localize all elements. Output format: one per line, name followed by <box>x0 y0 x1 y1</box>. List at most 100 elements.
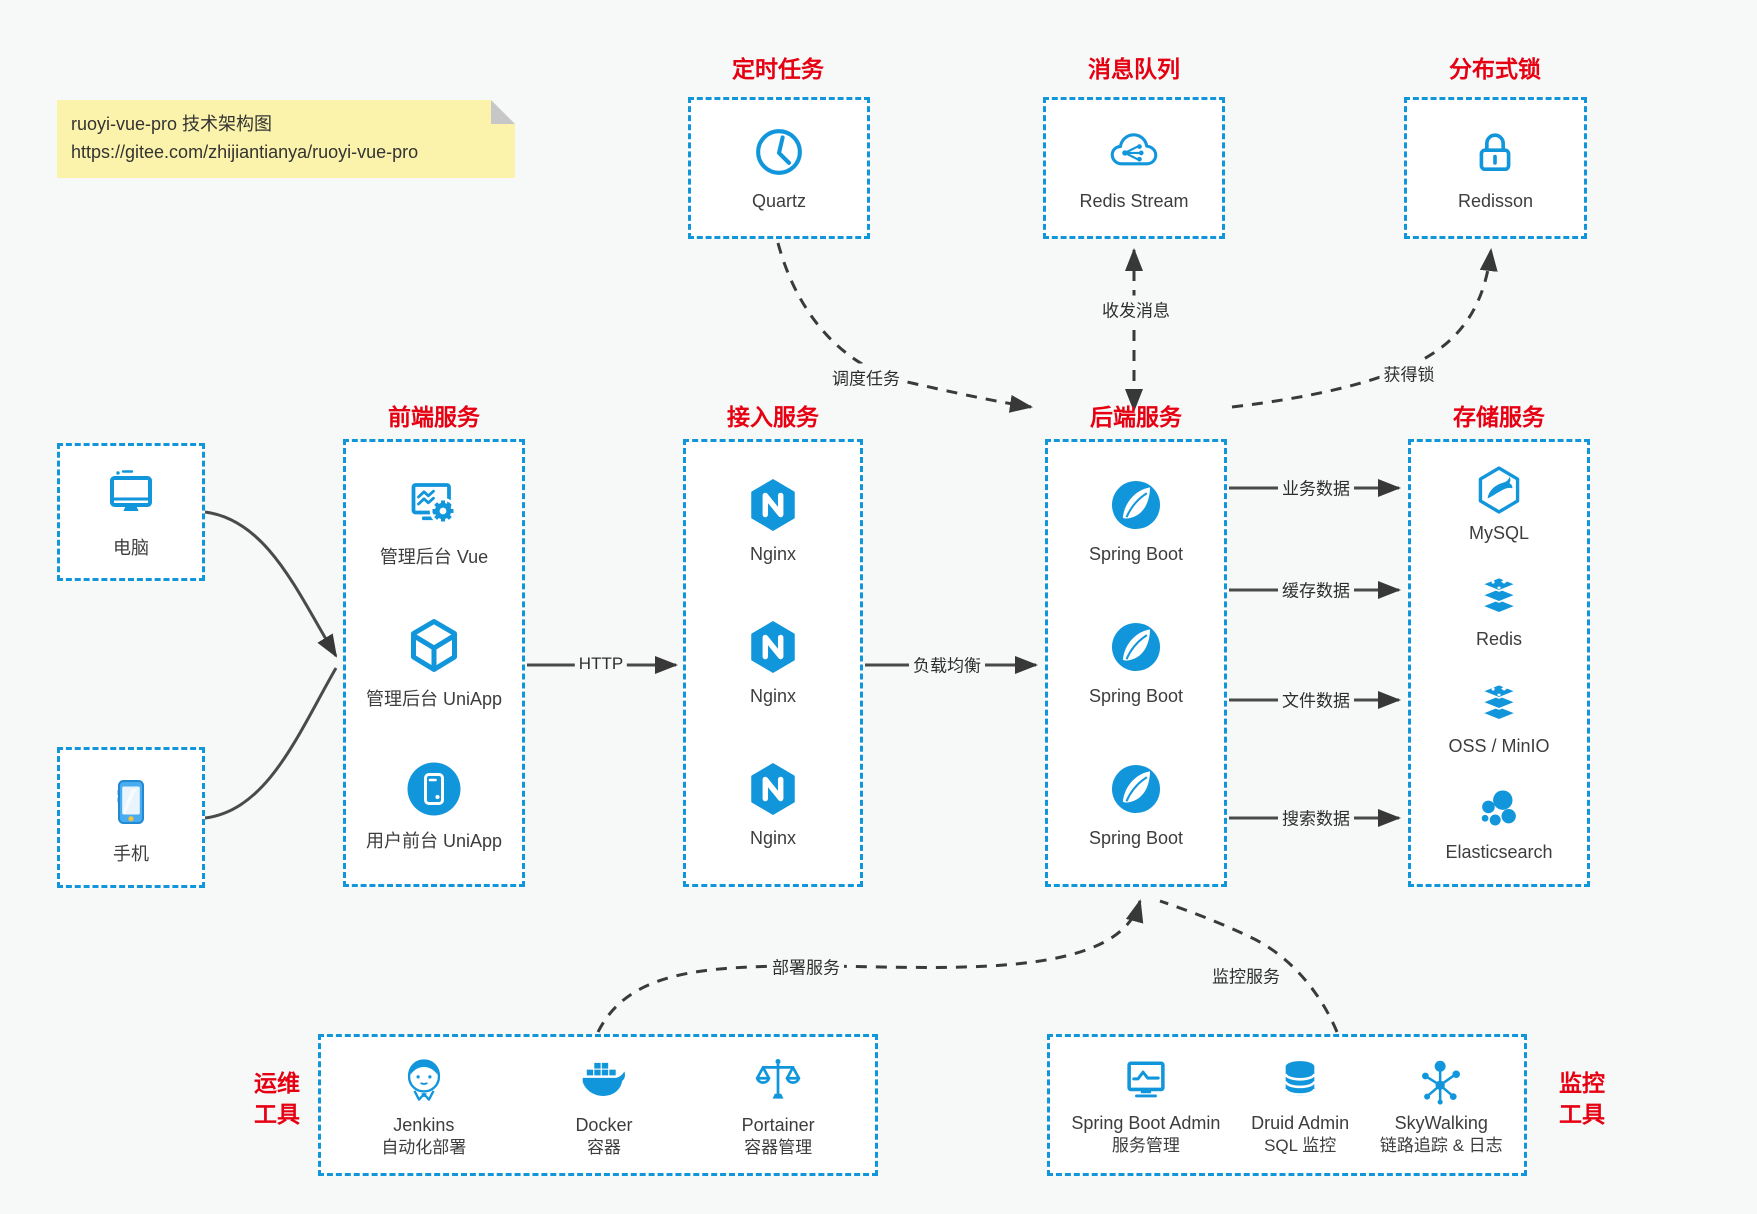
app-circle-icon <box>402 757 466 821</box>
item-docker: Docker 容器 <box>575 1052 633 1159</box>
item-portainer: Portainer 容器管理 <box>742 1052 815 1159</box>
lock-icon <box>1466 123 1524 181</box>
note-title: ruoyi-vue-pro 技术架构图 <box>71 114 273 134</box>
item-label: Redisson <box>1457 191 1534 212</box>
sticky-note: ruoyi-vue-pro 技术架构图 https://gitee.com/zh… <box>57 100 515 178</box>
edge-label-schedule-task: 调度任务 <box>828 363 904 391</box>
docker-icon <box>575 1052 633 1110</box>
item-elasticsearch: Elasticsearch <box>1445 782 1553 864</box>
phone-client-box: 手机 <box>57 747 205 888</box>
item-jenkins: Jenkins 自动化部署 <box>381 1052 466 1159</box>
item-skywalking: SkyWalking 链路追踪 & 日志 <box>1380 1054 1503 1157</box>
item-mysql: MySQL <box>1469 463 1529 545</box>
ops-title-line1: 运维 <box>254 1070 300 1096</box>
edge-label-send-receive-msg: 收发消息 <box>1098 295 1174 323</box>
portainer-icon <box>749 1052 807 1110</box>
nginx-icon <box>744 618 802 676</box>
item-label: MySQL <box>1468 522 1529 543</box>
item-label: Quartz <box>751 191 807 212</box>
item-label: 用户前台 UniApp <box>365 831 503 852</box>
item-spring-boot-1: Spring Boot <box>1089 476 1183 566</box>
item-oss-minio: OSS / MinIO <box>1448 676 1550 758</box>
item-label: 手机 <box>113 843 149 864</box>
item-sublabel: 自动化部署 <box>381 1138 467 1158</box>
backend-services-box: Spring Boot Spring Boot Spring Boot <box>1045 439 1227 887</box>
ops-title-line2: 工具 <box>254 1101 300 1128</box>
item-label: Druid Admin <box>1251 1112 1350 1133</box>
item-redis: Redis <box>1472 569 1526 651</box>
storage-services-box: MySQL Redis OSS / MinIO Elasticsearch <box>1408 439 1590 887</box>
admin-vue-icon <box>402 473 466 537</box>
item-user-uniapp: 用户前台 UniApp <box>366 757 502 853</box>
title-backend-services: 后端服务 <box>1090 404 1182 430</box>
edge-label-load-balance: 负载均衡 <box>909 650 985 678</box>
title-access-services: 接入服务 <box>727 404 819 430</box>
pc-client-box: 电脑 <box>57 443 205 581</box>
druid-icon <box>1273 1054 1327 1108</box>
edge-label-search-data: 搜索数据 <box>1278 803 1354 831</box>
title-message-queue: 消息队列 <box>1088 56 1180 82</box>
item-label: 管理后台 UniApp <box>365 689 503 710</box>
nginx-icon <box>744 476 802 534</box>
elasticsearch-icon <box>1472 782 1526 836</box>
item-nginx-1: Nginx <box>744 476 802 566</box>
cube-icon <box>402 615 466 679</box>
desktop-icon <box>99 464 163 528</box>
edge-label-acquire-lock: 获得锁 <box>1379 359 1439 387</box>
item-label: OSS / MinIO <box>1448 735 1550 756</box>
item-spring-boot-admin: Spring Boot Admin 服务管理 <box>1071 1054 1220 1157</box>
item-label: Spring Boot Admin <box>1071 1112 1221 1133</box>
item-label: Nginx <box>749 686 797 707</box>
item-redisson: Redisson <box>1458 123 1533 213</box>
edge-label-file-data: 文件数据 <box>1278 685 1354 713</box>
item-label: 管理后台 Vue <box>379 547 489 568</box>
item-label: Portainer <box>741 1114 815 1135</box>
edge-label-business-data: 业务数据 <box>1278 473 1354 501</box>
quartz-box: Quartz <box>688 97 870 239</box>
item-sublabel: 容器 <box>586 1138 621 1158</box>
item-sublabel: 容器管理 <box>744 1138 813 1158</box>
spring-boot-admin-icon <box>1119 1054 1173 1108</box>
nginx-icon <box>744 760 802 818</box>
monitoring-title-line1: 监控 <box>1559 1070 1605 1096</box>
item-label: Spring Boot <box>1088 828 1184 849</box>
item-label: Docker <box>575 1114 633 1135</box>
redisson-box: Redisson <box>1404 97 1587 239</box>
frontend-services-box: 管理后台 Vue 管理后台 UniApp 用户前台 UniApp <box>343 439 525 887</box>
title-frontend-services: 前端服务 <box>388 404 480 430</box>
item-sublabel: SQL 监控 <box>1264 1136 1337 1156</box>
item-label: Nginx <box>749 544 797 565</box>
redis-stream-box: Redis Stream <box>1043 97 1225 239</box>
redis-icon <box>1472 569 1526 623</box>
item-redis-stream: Redis Stream <box>1079 123 1189 213</box>
clock-icon <box>750 123 808 181</box>
monitoring-tools-box: Spring Boot Admin 服务管理 Druid Admin SQL 监… <box>1047 1034 1527 1176</box>
item-admin-uniapp: 管理后台 UniApp <box>366 615 502 711</box>
item-label: Redis <box>1475 629 1523 649</box>
item-label: Spring Boot <box>1088 686 1184 707</box>
spring-boot-icon <box>1107 618 1165 676</box>
item-nginx-3: Nginx <box>744 760 802 850</box>
item-spring-boot-3: Spring Boot <box>1089 760 1183 850</box>
edge-label-monitor-service: 监控服务 <box>1208 961 1284 989</box>
access-services-box: Nginx Nginx Nginx <box>683 439 863 887</box>
spring-boot-icon <box>1107 476 1165 534</box>
oss-minio-icon <box>1472 676 1526 730</box>
item-phone: 手机 <box>99 770 163 866</box>
note-url: https://gitee.com/zhijiantianya/ruoyi-vu… <box>71 141 419 162</box>
phone-icon <box>99 770 163 834</box>
title-storage-services: 存储服务 <box>1453 404 1545 430</box>
item-pc: 电脑 <box>99 464 163 560</box>
mysql-icon <box>1472 463 1526 517</box>
cloud-network-icon <box>1105 123 1163 181</box>
title-monitoring-tools: 监控 工具 <box>1559 1068 1605 1130</box>
title-ops-tools: 运维 工具 <box>254 1068 300 1130</box>
spring-boot-icon <box>1107 760 1165 818</box>
item-label: 电脑 <box>113 538 149 559</box>
edge-label-http: HTTP <box>574 653 628 675</box>
item-nginx-2: Nginx <box>744 618 802 708</box>
item-label: Spring Boot <box>1088 544 1184 565</box>
title-distributed-lock: 分布式锁 <box>1449 56 1541 82</box>
item-label: Jenkins <box>393 1114 455 1135</box>
